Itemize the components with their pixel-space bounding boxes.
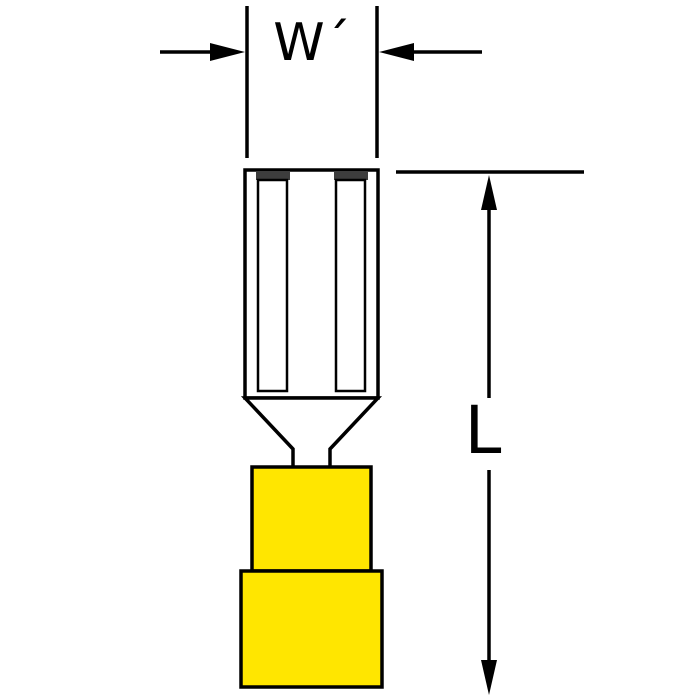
width-dimension-label: W´: [273, 13, 350, 73]
terminal-rolled-tab-right: [334, 171, 368, 180]
insulation-sleeve-lower: [239, 569, 384, 689]
insulation-sleeve-upper: [250, 465, 373, 573]
terminal-rolled-tab-left: [256, 171, 290, 180]
length-dimension-label: L: [465, 392, 502, 469]
width-arrowhead-right-icon: [379, 43, 414, 61]
width-arrowhead-left-icon: [210, 43, 245, 61]
terminal-slot-left: [256, 178, 289, 393]
length-arrowhead-bottom-icon: [481, 660, 497, 695]
terminal-slot-right: [334, 178, 367, 393]
terminal-taper-neck: [240, 396, 383, 470]
length-arrowhead-top-icon: [481, 175, 497, 210]
